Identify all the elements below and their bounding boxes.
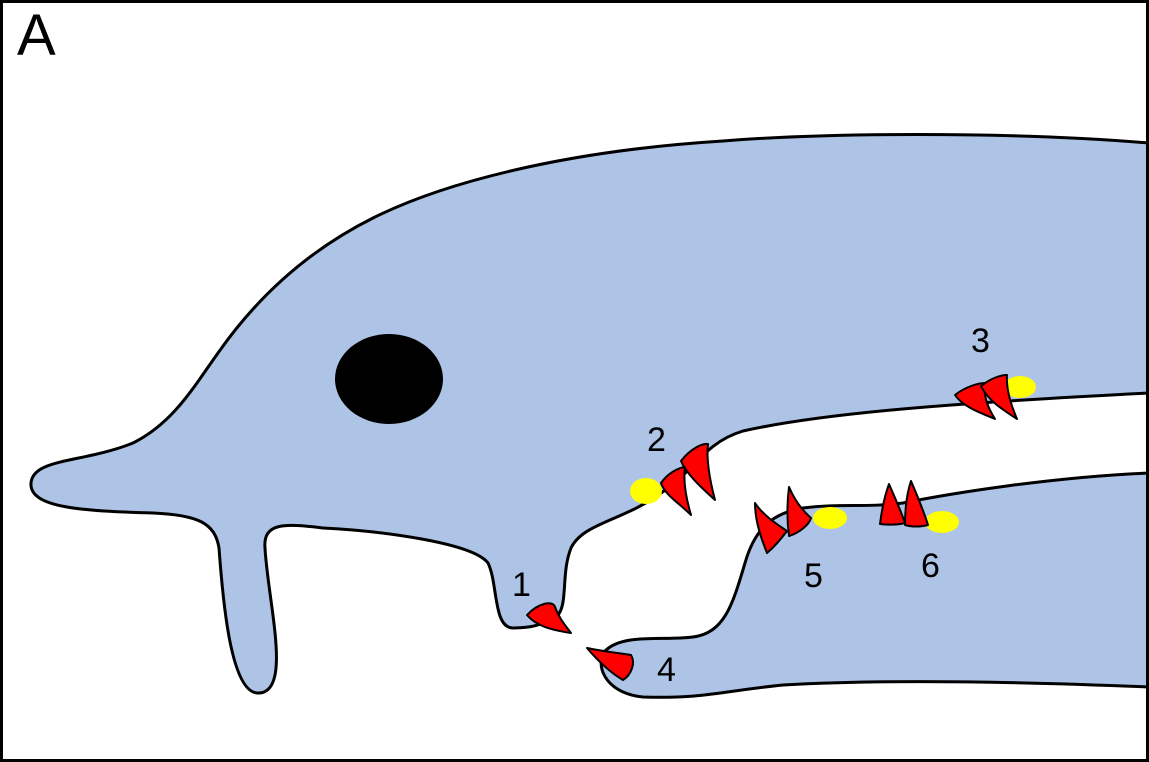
tooth-label-5: 5 xyxy=(804,557,823,595)
spot-6 xyxy=(925,511,959,533)
tooth-label-1: 1 xyxy=(512,566,531,604)
eye xyxy=(335,334,443,424)
tooth-label-2: 2 xyxy=(647,421,666,459)
tooth-label-4: 4 xyxy=(657,651,676,689)
tooth-label-6: 6 xyxy=(921,547,940,585)
tooth-label-3: 3 xyxy=(971,322,990,360)
spot-2 xyxy=(630,478,662,504)
dolphin-head-diagram: 1 2 3 4 5 6 xyxy=(3,3,1146,759)
spot-5 xyxy=(813,507,847,529)
